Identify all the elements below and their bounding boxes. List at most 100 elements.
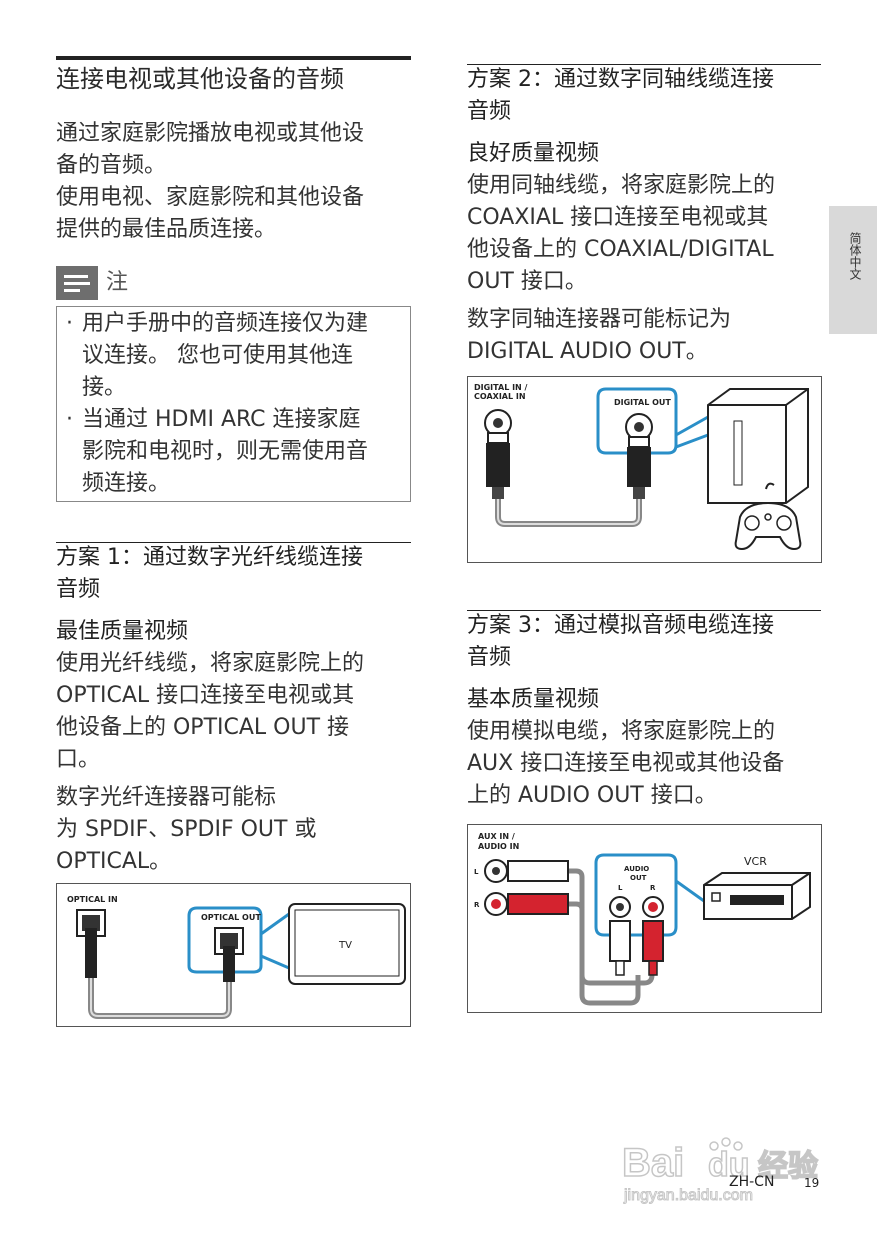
audio-out-left-label: L <box>618 884 623 892</box>
option1-quality: 最佳质量视频 <box>56 619 189 644</box>
aux-in-label-2: AUDIO IN <box>478 842 519 851</box>
option1-line: 为 SPDIF、SPDIF OUT 或 <box>56 817 317 842</box>
option1-title: 方案 1：通过数字光纤线缆连接 <box>56 545 363 570</box>
option2-title: 方案 2：通过数字同轴线缆连接 <box>467 67 774 92</box>
option1-line: 口。 <box>56 747 101 772</box>
coaxial-in-label-2: COAXIAL IN <box>474 392 526 401</box>
option3-quality: 基本质量视频 <box>467 687 600 712</box>
note-list: · 用户手册中的音频连接仅为建 议连接。 您也可使用其他连 接。 · 当通过 H… <box>62 308 404 500</box>
option2-line: 数字同轴连接器可能标记为 <box>467 307 732 332</box>
highlight-pointer <box>675 879 705 903</box>
optical-in-label: OPTICAL IN <box>67 895 118 904</box>
digital-out-highlight <box>596 387 678 455</box>
option2-line: DIGITAL AUDIO OUT。 <box>467 339 708 364</box>
analog-diagram: AUX IN / AUDIO IN L R AUDIO OUT L R VCR <box>467 824 822 1013</box>
coaxial-plug-tail-right <box>633 487 645 499</box>
bullet: · <box>66 407 73 432</box>
option1-line: OPTICAL 接口连接至电视或其 <box>56 683 355 708</box>
option2-line: 他设备上的 COAXIAL/DIGITAL <box>467 237 774 262</box>
game-controller-icon <box>734 501 802 551</box>
language-tab-label: 简体中文 <box>848 232 862 280</box>
coaxial-plug-tail-left <box>492 487 504 499</box>
option1-line: 数字光纤连接器可能标 <box>56 785 277 810</box>
heading-rule <box>56 56 411 60</box>
footer-language-code: ZH-CN <box>729 1174 775 1190</box>
option1-line: OPTICAL。 <box>56 849 172 874</box>
audio-out-highlight <box>594 853 678 937</box>
right-channel-label: R <box>474 901 480 909</box>
option2-line: COAXIAL 接口连接至电视或其 <box>467 205 769 230</box>
option3-line: 使用模拟电缆，将家庭影院上的 <box>467 719 776 744</box>
coaxial-in-label-1: DIGITAL IN / <box>474 383 528 392</box>
rca-plug-white-out <box>609 920 631 962</box>
aux-in-label-1: AUX IN / <box>478 832 515 841</box>
intro-line: 备的音频。 <box>56 153 167 178</box>
option2-section: 方案 2：通过数字同轴线缆连接 音频 良好质量视频 使用同轴线缆，将家庭影院上的… <box>467 64 821 368</box>
coaxial-cable <box>495 497 642 527</box>
note-label: 注 <box>106 270 129 295</box>
note-line: 用户手册中的音频连接仅为建 <box>82 311 369 336</box>
highlight-pointer <box>675 415 709 437</box>
option3-title: 音频 <box>467 645 512 670</box>
note-line: 当通过 HDMI ARC 连接家庭 <box>82 407 361 432</box>
option1-title: 音频 <box>56 577 101 602</box>
bullet: · <box>66 311 73 336</box>
digital-out-pin <box>634 422 644 432</box>
option2-rule <box>467 64 821 65</box>
option2-quality: 良好质量视频 <box>467 141 600 166</box>
watermark-brand-2: du <box>708 1146 750 1184</box>
page-number: 19 <box>804 1176 820 1190</box>
note-item: · 用户手册中的音频连接仅为建 议连接。 您也可使用其他连 接。 <box>62 308 404 404</box>
option2-title: 音频 <box>467 99 512 124</box>
optical-plug-left <box>85 928 97 978</box>
highlight-pointer <box>260 912 290 936</box>
tv-label: TV <box>338 940 352 951</box>
watermark-product: 经验 <box>758 1149 818 1184</box>
option2-line: 使用同轴线缆，将家庭影院上的 <box>467 173 776 198</box>
optical-out-socket <box>220 933 238 949</box>
note-icon <box>56 266 98 300</box>
baidu-watermark: Bai du 经验 jingyan.baidu.com <box>622 1137 819 1204</box>
intro-paragraph: 通过家庭影院播放电视或其他设 备的音频。 使用电视、家庭影院和其他设备 提供的最… <box>56 118 411 246</box>
page-title: 连接电视或其他设备的音频 <box>56 65 344 93</box>
option1-rule <box>56 542 411 543</box>
optical-diagram-svg: OPTICAL IN OPTICAL OUT TV <box>67 895 406 1019</box>
language-tab: 简体中文 <box>829 206 877 334</box>
intro-line: 使用电视、家庭影院和其他设备 <box>56 185 365 210</box>
analog-cable-right <box>568 901 655 986</box>
note-box <box>56 306 411 502</box>
note-line: 接。 <box>82 375 127 400</box>
note-line: 议连接。 您也可使用其他连 <box>82 343 353 368</box>
digital-out-label: DIGITAL OUT <box>614 398 671 407</box>
coaxial-plug-ring-right <box>628 436 650 448</box>
highlight-pointer <box>675 433 709 449</box>
optical-cable-core <box>90 974 230 1017</box>
coaxial-cable-core <box>497 497 640 525</box>
optical-cable <box>88 974 232 1019</box>
coaxial-in-pin <box>493 418 503 428</box>
coaxial-diagram-svg: DIGITAL IN / COAXIAL IN DIGITAL OUT <box>474 383 809 551</box>
note-line: 影院和电视时，则无需使用音 <box>82 439 369 464</box>
option3-rule <box>467 610 821 611</box>
audio-out-right-label: R <box>650 884 656 892</box>
analog-cable-left <box>568 868 641 1006</box>
option3-title: 方案 3：通过模拟音频电缆连接 <box>467 613 774 638</box>
coaxial-plug-right <box>627 447 651 487</box>
note-line: 频连接。 <box>82 471 171 496</box>
coaxial-plug-left <box>486 443 510 487</box>
vcr-label: VCR <box>744 855 767 868</box>
optical-diagram: OPTICAL IN OPTICAL OUT TV <box>56 883 411 1027</box>
option3-line: 上的 AUDIO OUT 接口。 <box>467 783 717 808</box>
option1-section: 方案 1：通过数字光纤线缆连接 音频 最佳质量视频 使用光纤线缆，将家庭影院上的… <box>56 542 411 878</box>
intro-line: 通过家庭影院播放电视或其他设 <box>56 121 365 146</box>
coaxial-plug-ring-left <box>487 432 509 444</box>
audio-out-label-2: OUT <box>630 874 647 882</box>
option2-line: OUT 接口。 <box>467 269 587 294</box>
rca-plug-white <box>507 860 569 882</box>
coaxial-diagram: DIGITAL IN / COAXIAL IN DIGITAL OUT <box>467 376 822 563</box>
option3-section: 方案 3：通过模拟音频电缆连接 音频 基本质量视频 使用模拟电缆，将家庭影院上的… <box>467 610 821 812</box>
optical-plug-right <box>223 946 235 982</box>
optical-out-highlight <box>187 906 263 974</box>
note-item: · 当通过 HDMI ARC 连接家庭 影院和电视时，则无需使用音 频连接。 <box>62 404 404 500</box>
left-channel-label: L <box>474 868 479 876</box>
